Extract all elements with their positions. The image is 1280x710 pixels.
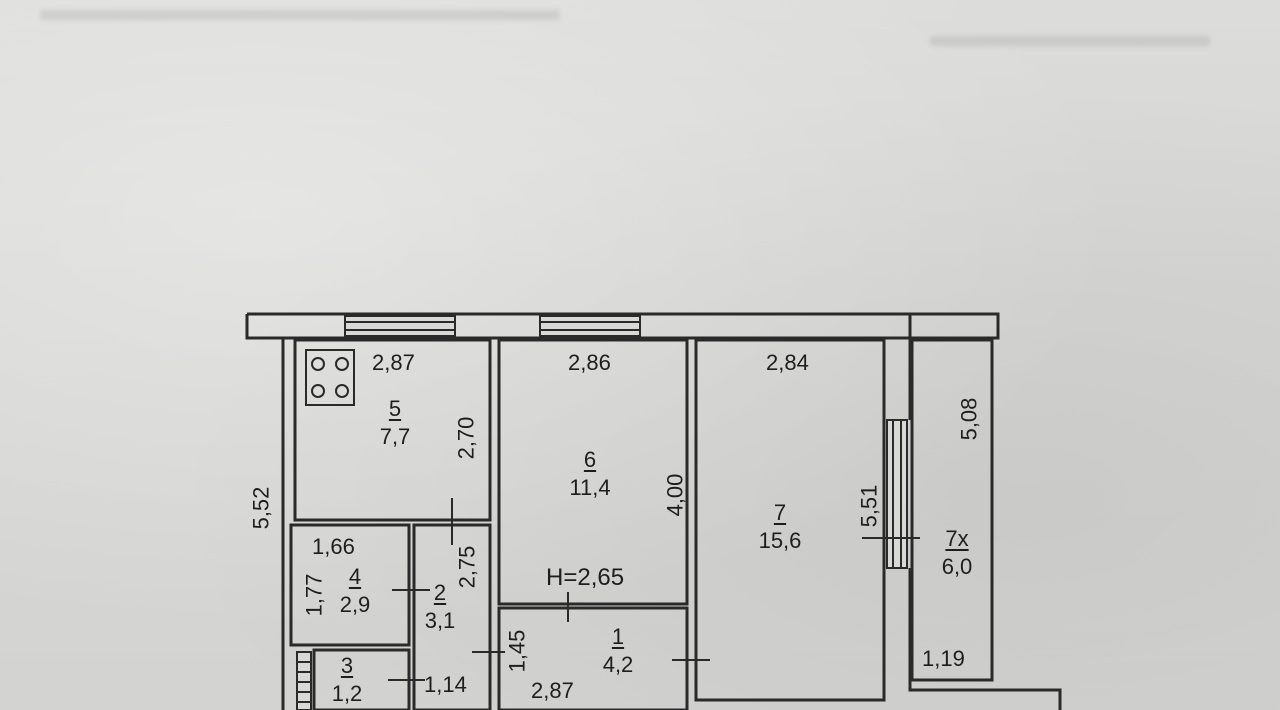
balcony-door — [886, 419, 908, 569]
faded-header-text — [40, 10, 560, 20]
room-6-outline — [497, 338, 689, 606]
dim-room4-depth: 1,77 — [301, 573, 327, 617]
ceiling-height-label: H=2,65 — [546, 564, 625, 591]
stove-icon — [305, 349, 355, 406]
room-3-label: 3 1,2 — [325, 655, 369, 705]
dim-balcony-width: 1,19 — [922, 646, 965, 671]
room-area: 7,7 — [379, 424, 411, 449]
room-number: 7 — [773, 500, 787, 525]
dim-room6-width: 2,86 — [568, 350, 611, 375]
window-kitchen — [344, 315, 456, 337]
dim-room4-width: 1,66 — [312, 534, 355, 559]
room-7-outline — [694, 338, 886, 702]
dim-kitchen-depth: 2,70 — [453, 416, 479, 460]
room-area: 11,4 — [569, 475, 611, 500]
room-number: 3 — [340, 653, 354, 678]
room-area: 1,2 — [331, 681, 363, 706]
room-area: 15,6 — [758, 528, 802, 553]
room-number: 2 — [433, 580, 447, 605]
room-6-label: 6 11,4 — [560, 449, 620, 499]
room-4-label: 4 2,9 — [333, 566, 377, 616]
room-area: 6,0 — [941, 554, 973, 579]
room-4-outline — [289, 523, 411, 647]
room-1-label: 1 4,2 — [596, 626, 640, 676]
room-number: 7x — [945, 526, 969, 551]
dim-kitchen-width: 2,87 — [372, 350, 415, 375]
dim-balcony-length: 5,08 — [956, 397, 982, 441]
room-5-label: 5 7,7 — [370, 398, 420, 448]
dim-room1-depth: 1,45 — [504, 629, 530, 673]
room-area: 4,2 — [602, 652, 634, 677]
room-7x-outline — [910, 338, 994, 682]
room-area: 2,9 — [339, 592, 371, 617]
room-number: 4 — [348, 564, 362, 589]
faded-header-text-right — [930, 36, 1210, 46]
dim-room3-width: 1,14 — [424, 672, 467, 697]
room-2-label: 2 3,1 — [420, 582, 460, 632]
room-7-label: 7 15,6 — [750, 502, 810, 552]
room-7x-label: 7x 6,0 — [932, 528, 982, 578]
room-5-outline — [293, 338, 492, 522]
dim-room1-width: 2,87 — [531, 678, 574, 703]
room-number: 5 — [388, 396, 402, 421]
dim-room6-depth: 4,00 — [662, 473, 688, 517]
window-room-6 — [539, 315, 641, 337]
room-number: 1 — [611, 624, 625, 649]
room-number: 6 — [583, 447, 597, 472]
dim-room7-width: 2,84 — [766, 350, 809, 375]
room-area: 3,1 — [424, 608, 456, 633]
dim-room7-depth: 5,51 — [856, 484, 882, 528]
dim-overall-depth: 5,52 — [248, 486, 274, 530]
